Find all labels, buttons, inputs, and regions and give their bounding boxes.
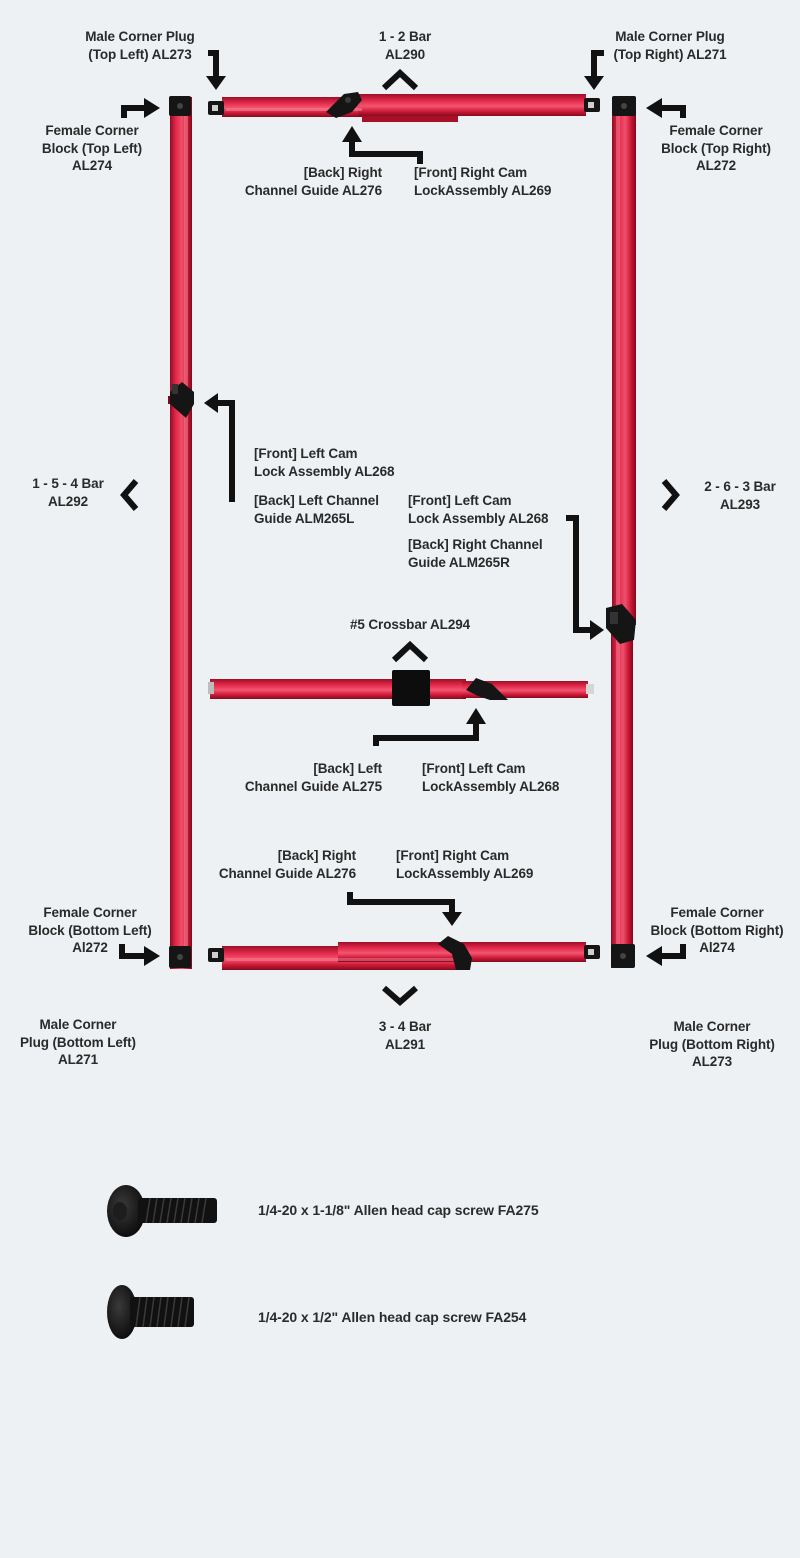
arrowhead-top-cam-bracket-icon [342,126,362,142]
label-back-right-channel-guide-bottom: [Back] Right Channel Guide AL276 [218,848,356,881]
cam-lock-right-bar [606,604,636,644]
arrow-crossbar-cam-bracket-icon [373,722,479,746]
arrow-female-block-bottom-left-icon [119,944,146,959]
arrow-top-cam-bracket-icon [349,140,423,164]
short-cap-screw-icon [107,1285,194,1339]
bar-1-5-4 [168,97,194,969]
crossbar-5 [208,670,594,706]
arrow-female-block-top-right-icon [660,105,686,118]
arrow-right-cam-bracket-icon [566,515,594,633]
arrowhead-female-block-top-right-icon [646,98,662,118]
arrow-female-block-top-left-icon [121,105,146,118]
chevron-up-bar-1-2-icon [381,68,419,91]
arrow-male-plug-top-left-icon [208,50,219,78]
cam-lock-left-bar [170,382,194,418]
label-bar-3-4: 3 - 4 Bar AL291 [378,1019,432,1052]
label-female-corner-block-top-left: Female Corner Block (Top Left) AL274 [41,123,143,173]
label-male-corner-plug-top-right: Male Corner Plug (Top Right) AL271 [613,29,727,62]
label-female-corner-block-top-right: Female Corner Block (Top Right) AL272 [661,123,771,173]
label-female-corner-block-bottom-right: Female Corner Block (Bottom Right) Al274 [650,905,784,955]
chevron-down-bar-3-4-icon [382,985,418,1006]
label-front-left-cam-left: [Front] Left Cam Lock Assembly AL268 [254,446,395,479]
chevron-up-crossbar-icon [391,640,429,663]
label-front-left-cam-right: [Front] Left Cam Lock Assembly AL268 [408,493,549,526]
chevron-right-bar-2-6-3-icon [661,479,680,511]
bar-2-6-3 [611,97,636,968]
arrowhead-female-block-top-left-icon [144,98,160,118]
female-corner-block-bottom-right [611,944,635,968]
arrowhead-female-block-bottom-right-icon [646,946,662,966]
female-corner-block-top-right [612,96,636,116]
label-bar-1-2: 1 - 2 Bar AL290 [378,29,432,62]
label-bar-2-6-3: 2 - 6 - 3 Bar AL293 [704,479,776,512]
male-corner-plug-bottom-right [584,945,600,959]
label-male-corner-plug-bottom-left: Male Corner Plug (Bottom Left) AL271 [20,1017,136,1067]
label-back-left-channel-guide-left: [Back] Left Channel Guide ALM265L [254,493,379,526]
male-corner-plug-top-left [208,101,224,115]
label-back-left-channel-guide-crossbar: [Back] Left Channel Guide AL275 [244,761,382,794]
label-screw-fa275: 1/4-20 x 1-1/8" Allen head cap screw FA2… [258,1202,539,1218]
arrowhead-male-plug-top-left-icon [206,76,226,90]
long-cap-screw-icon [107,1185,217,1237]
label-back-right-channel-guide-right: [Back] Right Channel Guide ALM265R [408,537,543,570]
arrow-male-plug-top-right-icon [591,50,604,78]
label-male-corner-plug-bottom-right: Male Corner Plug (Bottom Right) AL273 [649,1019,775,1069]
male-corner-plug-bottom-left [208,948,224,962]
male-corner-plug-top-right [584,98,600,112]
bar-3-4 [222,942,586,970]
arrow-bottom-cam-bracket-icon [347,892,455,914]
label-front-right-cam-bottom: [Front] Right Cam LockAssembly AL269 [396,848,534,881]
arrow-left-cam-bracket-icon [216,400,235,502]
cam-lock-bottom-bar [438,936,472,970]
label-screw-fa254: 1/4-20 x 1/2" Allen head cap screw FA254 [258,1309,527,1325]
arrow-female-block-bottom-right-icon [660,944,686,959]
arrowhead-female-block-bottom-left-icon [144,946,160,966]
label-front-left-cam-crossbar: [Front] Left Cam LockAssembly AL268 [422,761,560,794]
arrowhead-crossbar-cam-bracket-icon [466,708,486,724]
chevron-left-bar-1-5-4-icon [120,479,139,511]
arrowhead-male-plug-top-right-icon [584,76,604,90]
female-corner-block-top-left [169,96,191,116]
bar-1-2 [222,94,586,122]
label-bar-1-5-4: 1 - 5 - 4 Bar AL292 [32,476,104,509]
arrowhead-left-cam-bracket-icon [204,393,218,413]
arrowhead-bottom-cam-bracket-icon [442,912,462,926]
arrowhead-right-cam-bracket-icon [590,620,604,640]
label-crossbar-5: #5 Crossbar AL294 [349,617,471,632]
cam-lock-top-bar [326,92,362,118]
label-male-corner-plug-top-left: Male Corner Plug (Top Left) AL273 [85,29,195,62]
label-front-right-cam-top: [Front] Right Cam LockAssembly AL269 [414,165,552,198]
label-back-right-channel-guide-top: [Back] Right Channel Guide AL276 [244,165,382,198]
label-female-corner-block-bottom-left: Female Corner Block (Bottom Left) Al272 [28,905,152,955]
female-corner-block-bottom-left [169,946,191,968]
